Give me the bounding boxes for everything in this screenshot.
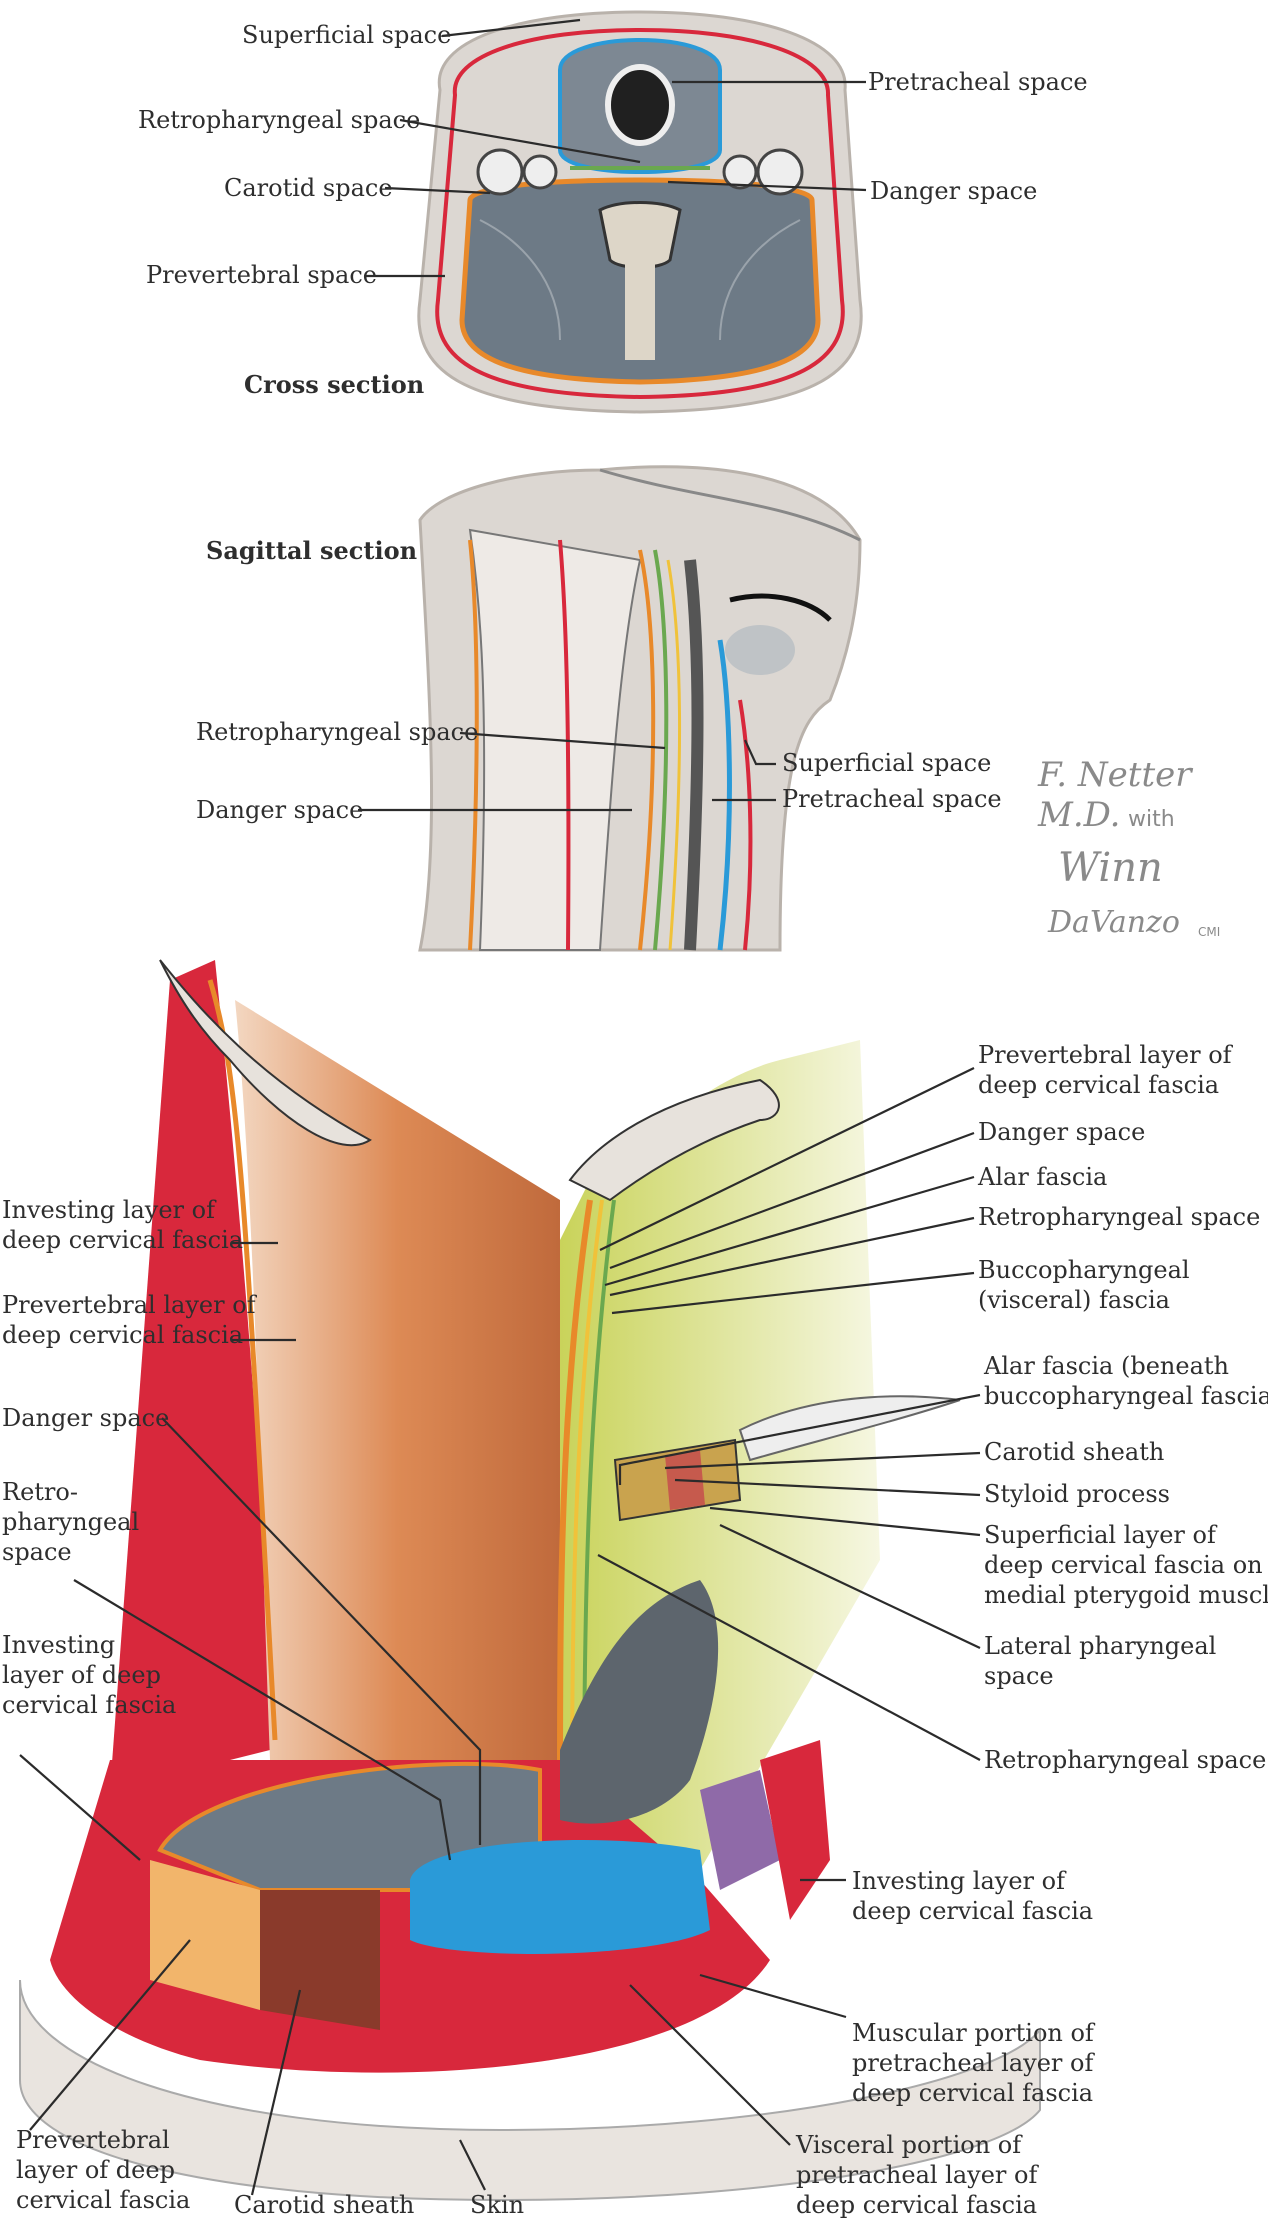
sagittal-section-figure bbox=[418, 465, 862, 952]
cross-section-title: Cross section bbox=[244, 370, 425, 399]
label-right-alar-fascia: Alar fascia bbox=[978, 1163, 1108, 1191]
label-right-visceral-portion: Visceral portion of pretracheal layer of… bbox=[796, 2131, 1038, 2219]
label-right-styloid-process: Styloid process bbox=[984, 1480, 1170, 1508]
label-pretracheal-space: Pretracheal space bbox=[868, 68, 1088, 96]
label-left-danger-space: Danger space bbox=[2, 1404, 170, 1432]
label-danger-space: Danger space bbox=[870, 177, 1038, 205]
label-carotid-space: Carotid space bbox=[224, 174, 393, 202]
artist-signature: F. Netter M.D. with Winn DaVanzo CMI bbox=[1028, 755, 1228, 965]
label-right-buccopharyngeal: Buccopharyngeal (visceral) fascia bbox=[978, 1256, 1190, 1314]
label-right-superficial-layer: Superficial layer of deep cervical fasci… bbox=[984, 1521, 1268, 1609]
label-right-investing: Investing layer of deep cervical fascia bbox=[852, 1867, 1094, 1925]
signature-with: with bbox=[1128, 807, 1175, 832]
label-bottom-carotid-sheath: Carotid sheath bbox=[234, 2191, 415, 2219]
cross-section-leaders bbox=[364, 18, 867, 278]
label-right-muscular-portion: Muscular portion of pretracheal layer of… bbox=[852, 2019, 1094, 2107]
label-left-investing-top: Investing layer of deep cervical fascia bbox=[2, 1196, 244, 1254]
lower-diagram-figure bbox=[19, 959, 1041, 2202]
label-retropharyngeal-space: Retropharyngeal space bbox=[138, 106, 421, 134]
label-superficial-space: Superficial space bbox=[242, 21, 452, 49]
sagittal-label-danger: Danger space bbox=[196, 796, 364, 824]
label-right-carotid-sheath: Carotid sheath bbox=[984, 1438, 1165, 1466]
label-right-lateral-pharyngeal: Lateral pharyngeal space bbox=[984, 1632, 1217, 1690]
sagittal-label-superficial: Superficial space bbox=[782, 749, 992, 777]
label-right-retropharyngeal: Retropharyngeal space bbox=[978, 1203, 1261, 1231]
sagittal-label-pretracheal: Pretracheal space bbox=[782, 785, 1002, 813]
label-right-alar-beneath: Alar fascia (beneath buccopharyngeal fas… bbox=[984, 1352, 1268, 1410]
label-left-prevertebral-top: Prevertebral layer of deep cervical fasc… bbox=[2, 1291, 256, 1349]
sagittal-section-leaders bbox=[358, 731, 776, 812]
signature-coartist-winn: Winn bbox=[1058, 845, 1163, 891]
cross-section-figure bbox=[417, 10, 863, 414]
signature-coartist-davanzo: DaVanzo bbox=[1048, 905, 1180, 940]
label-prevertebral-space: Prevertebral space bbox=[146, 261, 377, 289]
label-right-prevertebral: Prevertebral layer of deep cervical fasc… bbox=[978, 1041, 1232, 1099]
label-left-investing-low: Investing layer of deep cervical fascia bbox=[2, 1631, 177, 1719]
signature-credential: CMI bbox=[1198, 925, 1221, 939]
lower-diagram-leaders bbox=[19, 1067, 981, 2196]
sagittal-section-title: Sagittal section bbox=[206, 536, 418, 565]
label-bottom-skin: Skin bbox=[470, 2191, 525, 2219]
label-left-retropharyngeal: Retro- pharyngeal space bbox=[2, 1478, 140, 1566]
label-bottom-prevertebral: Prevertebral layer of deep cervical fasc… bbox=[16, 2126, 191, 2214]
sagittal-label-retropharyngeal: Retropharyngeal space bbox=[196, 718, 479, 746]
signature-artist: F. Netter M.D. bbox=[1038, 755, 1192, 835]
label-right-retropharyngeal-2: Retropharyngeal space bbox=[984, 1746, 1267, 1774]
label-right-danger-space: Danger space bbox=[978, 1118, 1146, 1146]
